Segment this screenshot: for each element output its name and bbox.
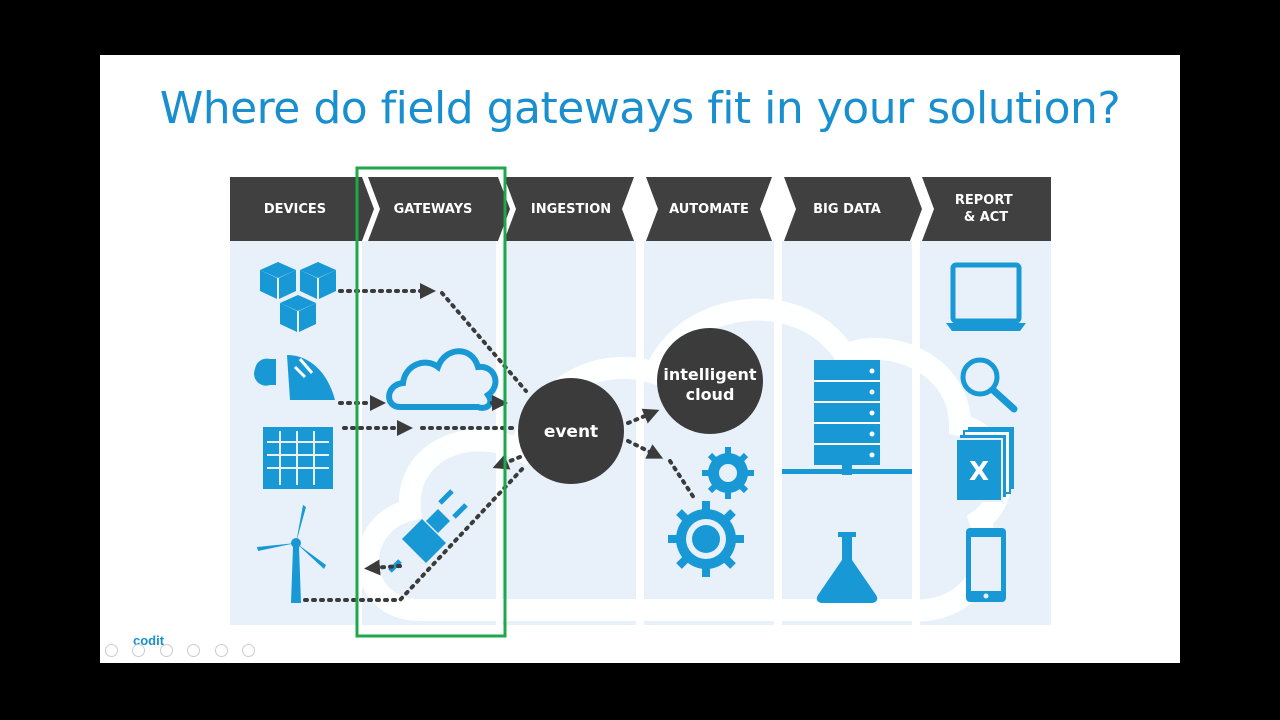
- stage-labels: DEVICES GATEWAYS INGESTION AUTOMATE BIG …: [264, 193, 1017, 225]
- stage-label-gateways: GATEWAYS: [394, 202, 473, 217]
- zoom-button[interactable]: [215, 644, 228, 657]
- header-gateways: [368, 177, 510, 241]
- stage-label-big-data: BIG DATA: [813, 202, 881, 217]
- excel-documents-icon: X: [955, 427, 1014, 502]
- header-bar: [230, 177, 1051, 241]
- cubes-icon: [260, 262, 336, 332]
- arrow-event-to-plug: [492, 454, 522, 470]
- event-label: event: [544, 422, 598, 442]
- stage-label-devices: DEVICES: [264, 202, 326, 217]
- gears-icon: [668, 447, 754, 577]
- stage-label-report-line2: & ACT: [964, 210, 1008, 225]
- wind-turbine-icon: [257, 505, 326, 603]
- header-automate: [646, 177, 772, 241]
- intelligent-cloud-label-line2: cloud: [686, 385, 735, 404]
- smartphone-icon: [966, 528, 1006, 602]
- arrow-gateway-to-event-top: [440, 291, 528, 393]
- sensor-icon: [254, 355, 335, 400]
- stage-label-report-line1: REPORT: [955, 193, 1013, 208]
- header-ingestion: [504, 177, 634, 241]
- flask-icon: [816, 532, 878, 603]
- stage-label-report: REPORT & ACT: [955, 193, 1017, 225]
- more-options-button[interactable]: [242, 644, 255, 657]
- arrow-turbine-to-event: [303, 465, 526, 602]
- event-node: [518, 378, 624, 484]
- iot-architecture-diagram: event intelligent cloud: [230, 166, 1051, 638]
- prev-slide-button[interactable]: [105, 644, 118, 657]
- slides-view-button[interactable]: [187, 644, 200, 657]
- excel-letter: X: [969, 457, 989, 487]
- gateways-highlight-box: [355, 166, 507, 638]
- arrow-gears-link: [668, 459, 698, 503]
- stage-label-automate: AUTOMATE: [669, 202, 749, 217]
- next-slide-button[interactable]: [132, 644, 145, 657]
- intelligent-cloud-label-line1: intelligent: [663, 365, 757, 384]
- diamond-connector: [760, 186, 796, 232]
- slide: Where do field gateways fit in your solu…: [100, 55, 1180, 663]
- arrow-event-to-gears: [626, 439, 664, 459]
- header-report: [922, 177, 1051, 241]
- stage-label-ingestion: INGESTION: [531, 202, 611, 217]
- plug-icon: [388, 489, 468, 573]
- arrow-plug-to-turbine: [364, 559, 402, 576]
- header-big-data: [784, 177, 922, 241]
- magnifier-icon: [960, 357, 1018, 413]
- diamond-connector: [622, 186, 658, 232]
- pen-tool-button[interactable]: [160, 644, 173, 657]
- intelligent-cloud-node: [657, 328, 763, 434]
- server-icon: [782, 360, 912, 475]
- slide-title: Where do field gateways fit in your solu…: [159, 83, 1121, 134]
- laptop-icon: [946, 262, 1026, 331]
- background-cloud-icon: [356, 298, 1012, 622]
- solar-panel-icon: [263, 427, 333, 489]
- cloud-icon: [386, 348, 499, 411]
- data-flow-arrows: [303, 283, 698, 602]
- header-devices: [230, 177, 374, 241]
- lane-backgrounds: [230, 241, 1051, 625]
